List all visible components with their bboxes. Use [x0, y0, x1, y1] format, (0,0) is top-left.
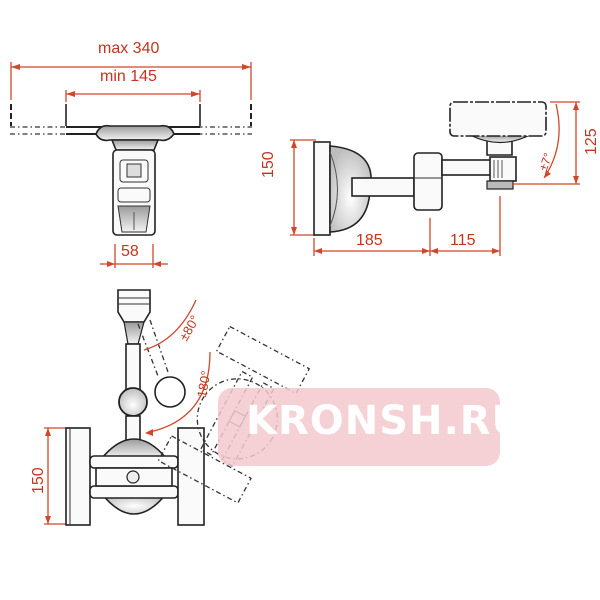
rotation-wall-plate-height-label: 150: [30, 467, 47, 494]
watermark-box: [218, 388, 500, 466]
head-height-label: 125: [583, 128, 600, 155]
rotation-arc: [149, 351, 211, 433]
min-width-label: min 145: [100, 68, 157, 85]
arm-segment-2-label: 115: [450, 232, 476, 249]
side-wall-plate-height-label: 150: [260, 151, 277, 178]
arm-width-label: 58: [121, 243, 139, 260]
max-width-label: max 340: [98, 40, 160, 57]
side-view: [290, 101, 580, 256]
arm-joint: [413, 152, 443, 211]
wall-plate: [313, 141, 331, 236]
arm-segment-1-label: 185: [356, 232, 383, 249]
tv-head-plate: [449, 101, 547, 137]
watermark-text: KRONSH.RU: [246, 398, 526, 444]
right-head-plate: [177, 427, 205, 526]
rotation-view: [44, 289, 311, 526]
top-view: [10, 62, 252, 268]
